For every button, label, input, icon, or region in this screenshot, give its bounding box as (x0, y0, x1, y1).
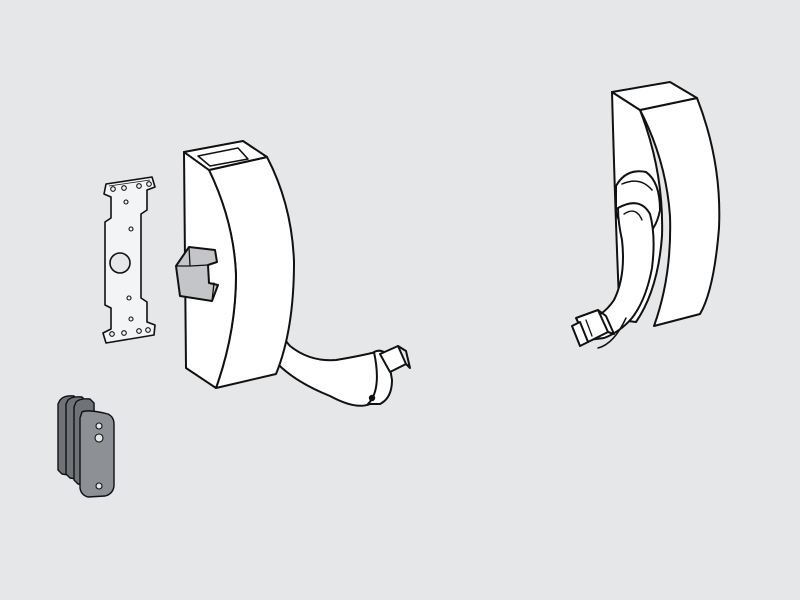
mounting-plate-icon (102, 176, 156, 344)
lever-handle-icon (571, 81, 721, 349)
lever-handle-icon (175, 140, 411, 407)
strike-block-icon (57, 395, 115, 498)
